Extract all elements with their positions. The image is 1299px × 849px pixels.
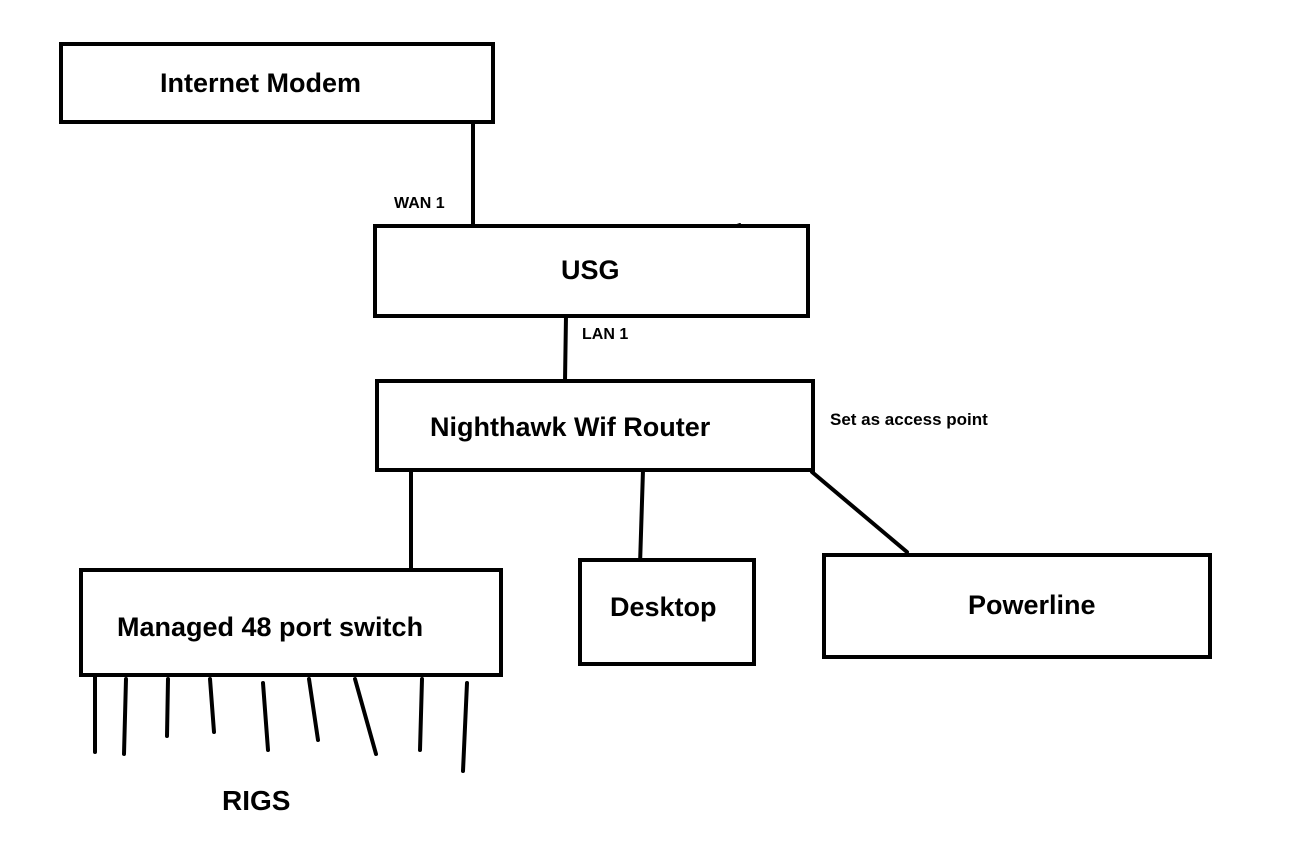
rig-cable: [165, 677, 170, 738]
usg-node: USG: [373, 224, 810, 318]
wan-port-label: WAN 1: [394, 195, 445, 212]
lan-port-label: LAN 1: [582, 326, 628, 343]
router-desktop-connector: [638, 468, 645, 567]
powerline-label: Powerline: [968, 590, 1096, 620]
managed-switch-node: Managed 48 port switch: [79, 568, 503, 677]
rig-cables: [93, 675, 469, 773]
usg-label: USG: [561, 255, 620, 285]
desktop-box: [578, 558, 756, 666]
usg-router-connector: [563, 314, 568, 383]
rig-cable: [261, 681, 270, 752]
rig-cable: [461, 681, 469, 773]
desktop-label: Desktop: [610, 592, 717, 622]
desktop-node: Desktop: [578, 558, 756, 666]
nighthawk-router-box: [375, 379, 815, 472]
powerline-box: [822, 553, 1212, 659]
powerline-node: Powerline: [822, 553, 1212, 659]
rig-cable: [353, 677, 378, 756]
internet-modem-node: Internet Modem: [59, 42, 495, 124]
rig-cable: [418, 677, 424, 752]
managed-switch-label: Managed 48 port switch: [117, 612, 423, 642]
rig-cable: [307, 677, 320, 742]
usg-box: [373, 224, 810, 318]
rig-cable: [208, 677, 216, 734]
internet-modem-label: Internet Modem: [160, 68, 361, 98]
access-point-note: Set as access point: [830, 410, 988, 429]
nighthawk-router-node: Nighthawk Wif Router: [375, 379, 815, 472]
managed-switch-box: [79, 568, 503, 677]
internet-modem-box: [59, 42, 495, 124]
nighthawk-router-label: Nighthawk Wif Router: [430, 412, 711, 442]
router-powerline-connector: [810, 470, 909, 554]
rig-cable: [122, 677, 128, 756]
rigs-label: RIGS: [222, 785, 290, 816]
